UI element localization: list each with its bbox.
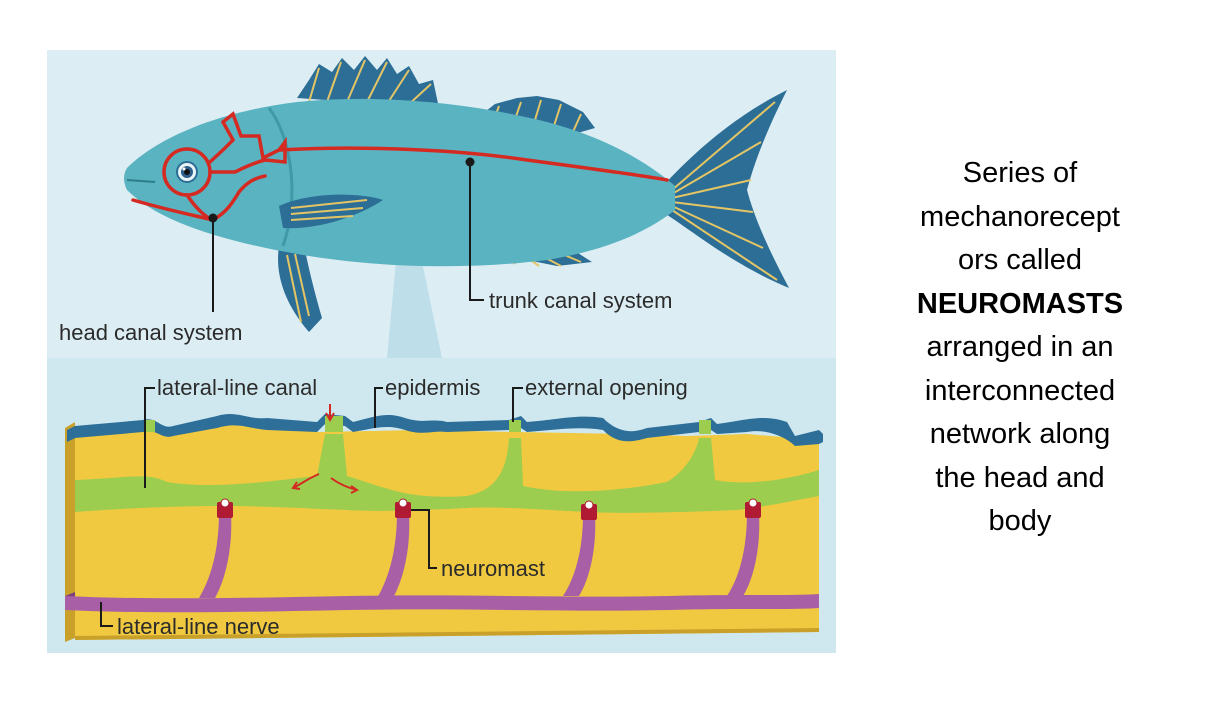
tail-fin xyxy=(659,90,789,288)
description-line: Series of xyxy=(962,157,1078,189)
external-opening-leader xyxy=(512,387,523,422)
dorsal-fin-front xyxy=(297,56,439,108)
skin-cross-section xyxy=(65,404,823,642)
neuromast-cells xyxy=(217,498,761,520)
head-canal-label: head canal system xyxy=(59,320,242,345)
gill-cover xyxy=(267,107,294,247)
description-line: body xyxy=(988,505,1052,537)
lateral-line-nerve-leader xyxy=(100,602,113,627)
neuromast-label: neuromast xyxy=(441,556,545,581)
epidermis-label: epidermis xyxy=(385,375,480,400)
description-line: the head and xyxy=(935,461,1105,494)
epidermis-layer xyxy=(67,414,823,446)
flow-arrows xyxy=(291,404,359,494)
fish xyxy=(124,56,789,332)
lateral-line-nerve-label: lateral-line nerve xyxy=(117,614,280,639)
external-opening-label: external opening xyxy=(525,375,688,400)
description-text: Series of mechanorecept ors called NEURO… xyxy=(900,152,1140,544)
description-line: network along xyxy=(929,418,1111,450)
trunk-canal-leader xyxy=(469,162,484,301)
fish-body xyxy=(124,98,675,267)
lateral-line-canal-label: lateral-line canal xyxy=(157,375,317,400)
description-line: mechanorecept xyxy=(920,200,1120,233)
canal-system xyxy=(131,111,669,222)
neuromast-leader xyxy=(411,509,437,569)
lateral-line-nerve-band xyxy=(65,594,819,613)
canal-band xyxy=(75,434,819,513)
description-line: ors called xyxy=(957,244,1083,276)
lateral-line-diagram: head canal system trunk canal system xyxy=(47,50,836,653)
lateral-line-canal-leader xyxy=(144,387,155,488)
trunk-canal-label: trunk canal system xyxy=(489,288,672,313)
neuromasts-keyword: NEUROMASTS xyxy=(916,287,1124,320)
description-line: interconnected xyxy=(924,374,1116,407)
epidermis-leader xyxy=(374,387,383,428)
dermis-layer xyxy=(75,424,819,640)
neuromast-nerves xyxy=(199,512,760,598)
description-line: arranged in an xyxy=(926,331,1114,363)
